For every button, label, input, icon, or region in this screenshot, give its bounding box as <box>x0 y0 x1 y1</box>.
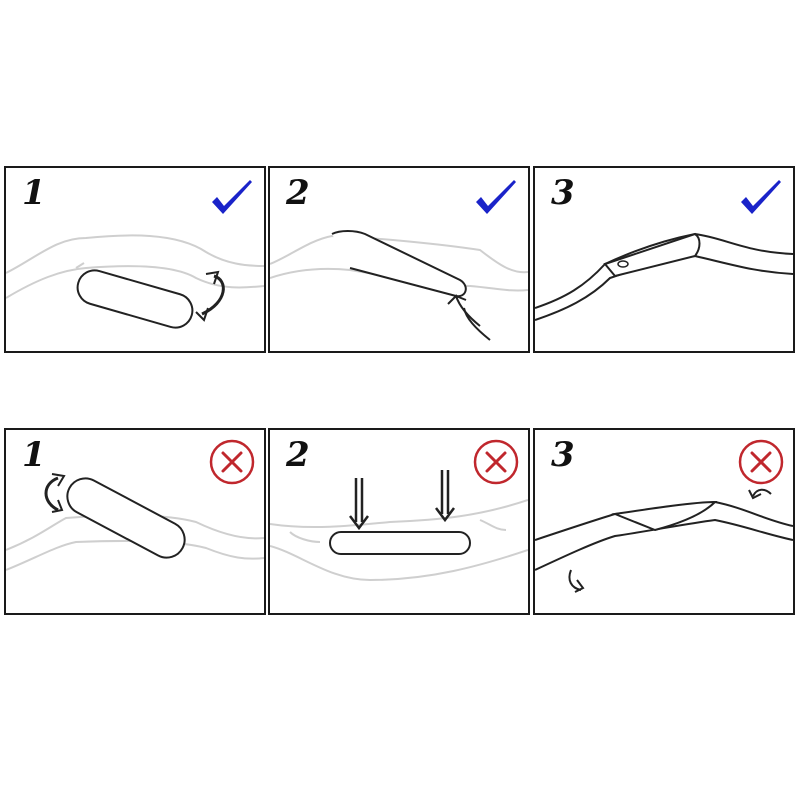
red-circle-x-icon <box>473 439 519 485</box>
checkmark-icon <box>476 180 516 214</box>
step-number: 2 <box>286 173 310 213</box>
step-number: 1 <box>22 435 46 475</box>
correct-step-2-panel: 2 <box>268 166 530 353</box>
red-circle-x-icon <box>209 439 255 485</box>
band-wrong-angle-illustration <box>6 473 264 571</box>
incorrect-step-1-panel: 1 <box>4 428 266 615</box>
band-twisted-illustration <box>535 488 793 593</box>
checkmark-icon <box>212 180 252 214</box>
red-circle-x-icon <box>738 439 784 485</box>
band-press-in-illustration <box>270 230 528 341</box>
band-fitted-illustration <box>535 232 793 321</box>
band-insert-illustration <box>6 234 264 329</box>
checkmark-icon <box>741 180 781 214</box>
incorrect-step-2-panel: 2 <box>268 428 530 615</box>
step-number: 3 <box>551 435 575 475</box>
step-number: 1 <box>22 173 46 213</box>
band-flat-press-illustration <box>270 470 528 582</box>
correct-step-1-panel: 1 <box>4 166 266 353</box>
incorrect-step-3-panel: 3 <box>533 428 795 615</box>
correct-step-3-panel: 3 <box>533 166 795 353</box>
step-number: 3 <box>551 173 575 213</box>
step-number: 2 <box>286 435 310 475</box>
